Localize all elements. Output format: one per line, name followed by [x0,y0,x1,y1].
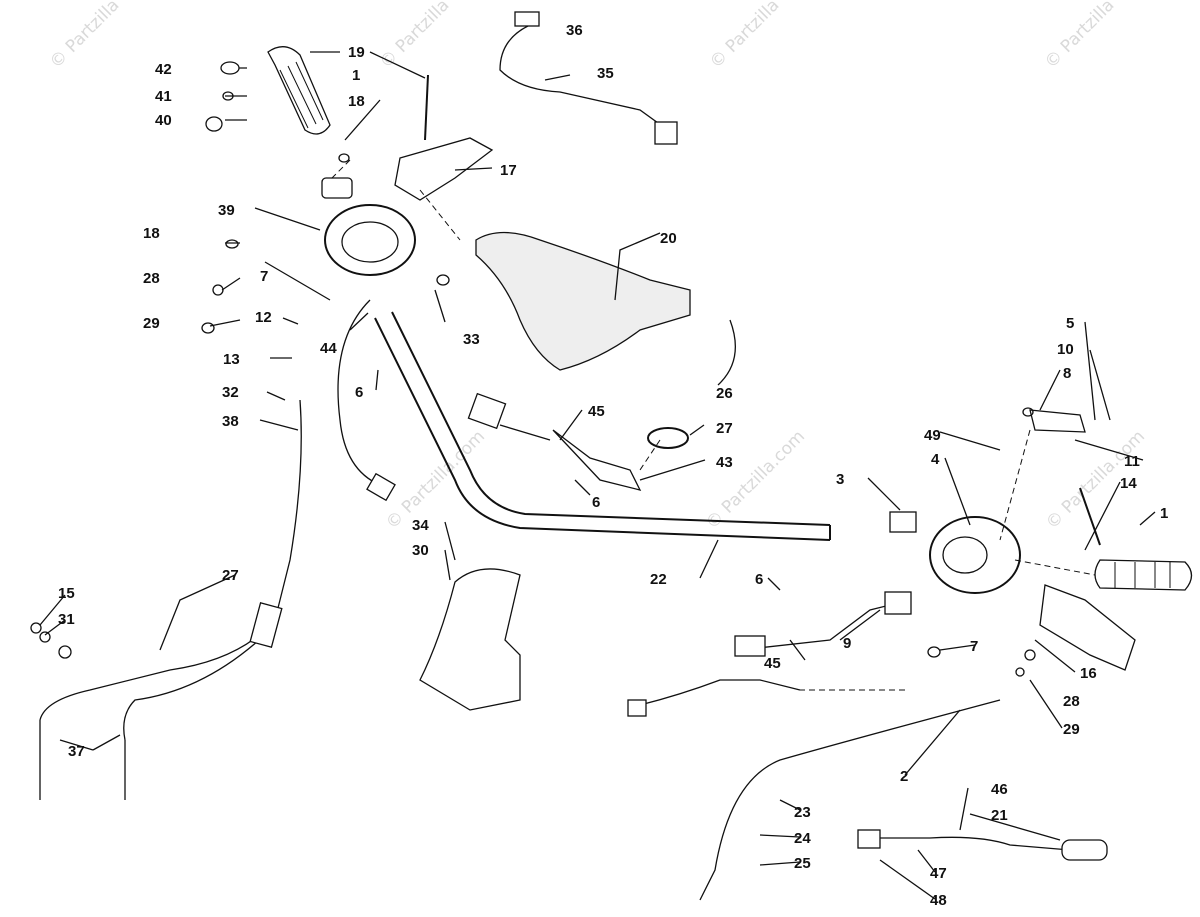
callout-33: 33 [463,331,480,348]
bracket [889,511,917,533]
right-switch-housing [929,516,1021,594]
callout-28: 28 [1063,693,1080,710]
callout-24: 24 [794,830,811,847]
callout-4: 4 [931,451,940,468]
callout-1: 1 [352,67,360,84]
callout-6: 6 [755,571,763,588]
connector [514,11,540,27]
callout-20: 20 [660,230,677,247]
callout-44: 44 [320,340,337,357]
lever-pivot [1029,409,1086,433]
callout-13: 13 [223,351,240,368]
callout-19: 19 [348,44,365,61]
callout-37: 37 [68,743,85,760]
callout-41: 41 [155,88,172,105]
callout-23: 23 [794,804,811,821]
callout-29: 29 [1063,721,1080,738]
callout-25: 25 [794,855,811,872]
callout-30: 30 [412,542,429,559]
callout-43: 43 [716,454,733,471]
switch-wiring [337,299,381,486]
callout-18: 18 [143,225,160,242]
callout-27: 27 [716,420,733,437]
callout-14: 14 [1120,475,1137,492]
callout-42: 42 [155,61,172,78]
callout-17: 17 [500,162,517,179]
callout-16: 16 [1080,665,1097,682]
left-switch-housing [321,177,416,276]
callout-21: 21 [991,807,1008,824]
callout-22: 22 [650,571,667,588]
callout-2: 2 [900,768,908,785]
callout-47: 47 [930,865,947,882]
callout-9: 9 [843,635,851,652]
callout-31: 31 [58,611,75,628]
heater-wire [875,836,1071,851]
callout-11: 11 [1124,453,1140,470]
callout-7: 7 [260,268,268,285]
callout-36: 36 [566,22,583,39]
callout-27: 27 [222,567,239,584]
callout-1: 1 [1160,505,1168,522]
brake-lever-bracket [394,137,494,201]
callout-15: 15 [58,585,75,602]
hose-clamp [647,427,689,449]
callout-46: 46 [991,781,1008,798]
callout-49: 49 [924,427,941,444]
callout-12: 12 [255,309,272,326]
callout-28: 28 [143,270,160,287]
callout-38: 38 [222,413,239,430]
left-grip [267,46,331,135]
callout-45: 45 [588,403,605,420]
air-duct [419,568,521,711]
callout-39: 39 [218,202,235,219]
callout-6: 6 [355,384,363,401]
callout-26: 26 [716,385,733,402]
callout-10: 10 [1057,341,1074,358]
callout-7: 7 [970,638,978,655]
callout-3: 3 [836,471,844,488]
callout-48: 48 [930,892,947,909]
hand-guard [475,231,691,371]
handlebar [374,317,831,541]
callout-40: 40 [155,112,172,129]
callout-6: 6 [592,494,600,511]
callout-35: 35 [597,65,614,82]
throttle-cable [39,399,302,721]
callout-32: 32 [222,384,239,401]
callout-8: 8 [1063,365,1071,382]
brake-cable [699,699,1001,901]
callout-18: 18 [348,93,365,110]
callout-45: 45 [764,655,781,672]
right-grip [1094,559,1193,591]
callout-29: 29 [143,315,160,332]
callout-5: 5 [1066,315,1074,332]
throttle-lever [1039,584,1136,671]
kill-switch [467,392,507,430]
callout-34: 34 [412,517,429,534]
